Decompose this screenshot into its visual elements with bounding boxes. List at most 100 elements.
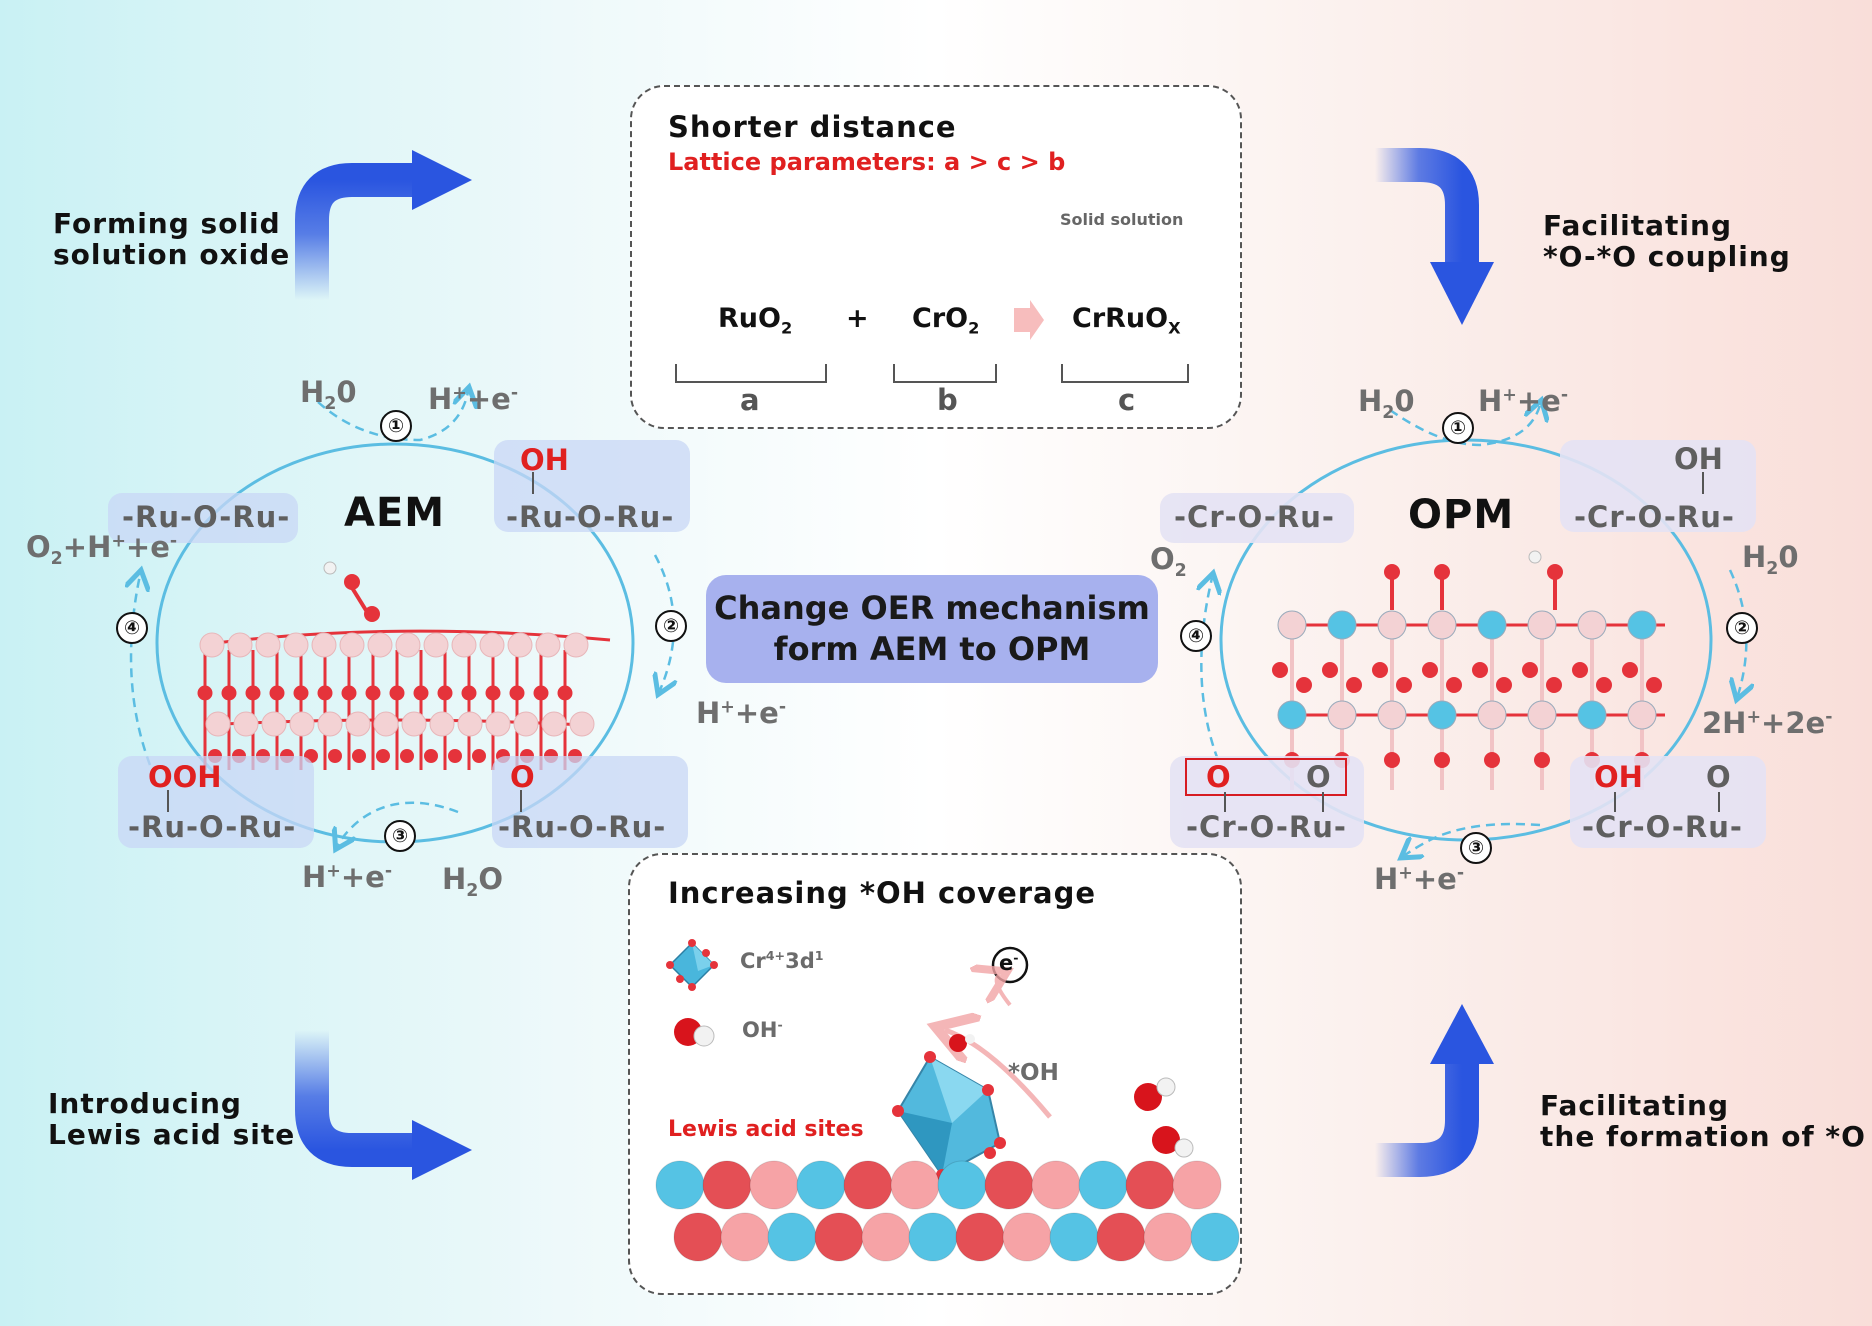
o-atom xyxy=(1272,662,1288,678)
aem-step-3: ③ xyxy=(384,820,416,852)
ru-atom xyxy=(569,711,595,737)
o-atom xyxy=(557,685,573,701)
slab-atom xyxy=(1049,1212,1099,1262)
aem-o-adsorbate: O xyxy=(510,760,535,794)
o-atom xyxy=(1646,677,1662,693)
arrow-forming-solid xyxy=(295,150,472,300)
ru-atom xyxy=(507,632,533,658)
aem-chain-bottom-right: -Ru-O-Ru- xyxy=(498,810,667,844)
aem-chain-chip-bottom-right xyxy=(492,756,688,848)
ru-atom xyxy=(289,711,315,737)
o-atom xyxy=(1384,752,1400,768)
opm-hplus-top: H++e- xyxy=(1478,384,1569,418)
aem-structure xyxy=(197,561,611,770)
o-atom xyxy=(1322,662,1338,678)
o-atom xyxy=(293,685,309,701)
o-atom xyxy=(1472,662,1488,678)
opm-title: OPM xyxy=(1408,492,1515,538)
oh-coverage-box xyxy=(628,853,1242,1295)
o-atom xyxy=(1372,662,1388,678)
o-atom xyxy=(437,685,453,701)
surface-slab xyxy=(655,1160,1240,1262)
lattice-brackets xyxy=(675,364,1189,383)
opm-chain-chip-top-left xyxy=(1160,493,1354,543)
o-atom xyxy=(364,606,380,622)
aem-h2o-bottom: H2O xyxy=(442,862,504,901)
o-atom xyxy=(1446,677,1462,693)
electron-release-arrow xyxy=(997,975,1010,1007)
ru-atom xyxy=(255,632,281,658)
ru-atom xyxy=(395,632,421,658)
aem-step4-arrow xyxy=(131,575,150,766)
ru-atom xyxy=(205,711,231,737)
ru-atom xyxy=(283,632,309,658)
aem-ooh-adsorbate: OOH xyxy=(148,760,222,794)
opm-h2o-right: H20 xyxy=(1742,540,1799,579)
metal-atom xyxy=(1577,700,1607,730)
o-atom xyxy=(1622,662,1638,678)
o-atom xyxy=(245,685,261,701)
o-atom xyxy=(509,685,525,701)
cro2-label: CrO2 xyxy=(912,303,980,338)
ru-atom xyxy=(541,711,567,737)
slab-atom xyxy=(843,1160,893,1210)
o-atom xyxy=(341,685,357,701)
aem-step-1: ① xyxy=(380,410,412,442)
o-atom xyxy=(221,685,237,701)
o-atom xyxy=(389,685,405,701)
slab-atom xyxy=(1002,1212,1052,1262)
metal-atom xyxy=(1627,700,1657,730)
label-facilitating-coupling: Facilitating*O-*O coupling xyxy=(1543,209,1791,273)
o-atom xyxy=(424,749,438,763)
metal-atom xyxy=(1427,700,1457,730)
plus-sign: + xyxy=(846,303,869,334)
slab-atom xyxy=(720,1212,770,1262)
ru-atom xyxy=(227,632,253,658)
slab-atom xyxy=(984,1160,1034,1210)
water-molecule-upper xyxy=(1134,1077,1176,1111)
opm-h2o-top: H20 xyxy=(1358,384,1415,423)
metal-atom xyxy=(1527,700,1557,730)
slab-atom xyxy=(908,1212,958,1262)
ru-atom xyxy=(429,711,455,737)
aem-step1-arrow xyxy=(317,392,468,442)
ru-atom xyxy=(563,632,589,658)
opm-o-adsorbate-bottom: O xyxy=(1706,760,1731,794)
o-atom xyxy=(365,685,381,701)
ru-atom xyxy=(423,632,449,658)
solid-solution-label: Solid solution xyxy=(1060,210,1184,229)
electron-transfer-arrow xyxy=(945,1030,1052,1119)
metal-atom xyxy=(1477,610,1507,640)
metal-atom xyxy=(1277,610,1307,640)
slab-atom xyxy=(1190,1212,1240,1262)
metal-atom xyxy=(1427,610,1457,640)
ru-atom xyxy=(233,711,259,737)
o-atom xyxy=(1596,677,1612,693)
ru-atom xyxy=(339,632,365,658)
metal-atom xyxy=(1627,610,1657,640)
aem-bond-o xyxy=(520,790,522,812)
opm-step4-arrow xyxy=(1201,578,1218,761)
ru-atom xyxy=(261,711,287,737)
o-atom xyxy=(1346,677,1362,693)
slab-atom xyxy=(1172,1160,1222,1210)
slab-atom xyxy=(814,1212,864,1262)
aem-chain-chip-top-right xyxy=(494,440,690,532)
slab-atom xyxy=(1125,1160,1175,1210)
o-atom xyxy=(1496,677,1512,693)
opm-o-o-highlight xyxy=(1185,758,1347,796)
slab-atom xyxy=(1096,1212,1146,1262)
aem-chain-top-right: -Ru-O-Ru- xyxy=(506,500,675,534)
ru-atom xyxy=(199,632,225,658)
arrow-formation-o xyxy=(1375,1004,1494,1177)
ru-atom xyxy=(373,711,399,737)
aem-chain-bottom-left: -Ru-O-Ru- xyxy=(128,810,297,844)
legend-cr-label: Cr4+3d1 xyxy=(740,948,824,973)
octahedron-legend-icon xyxy=(666,939,718,991)
ru-atom xyxy=(345,711,371,737)
slab-atom xyxy=(796,1160,846,1210)
opm-bond-bl-a xyxy=(1224,792,1226,812)
metal-atom xyxy=(1577,610,1607,640)
opm-step-1: ① xyxy=(1442,412,1474,444)
lewis-acid-octahedron xyxy=(892,1034,1006,1181)
